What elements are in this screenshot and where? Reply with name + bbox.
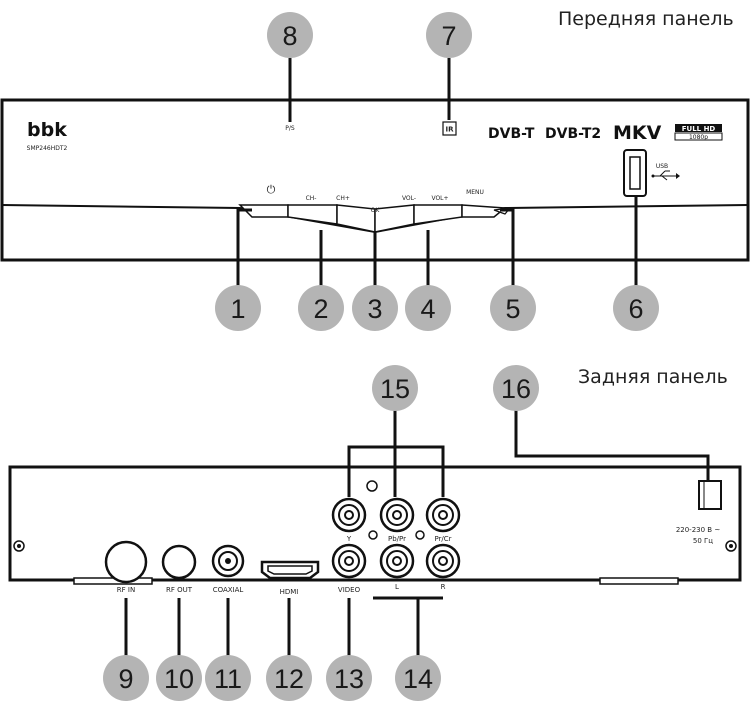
back-panel: RF IN RF OUT COAXIAL HDMI Y Pb/Pr — [8, 465, 742, 596]
audio-l-label: L — [395, 583, 399, 591]
power-frequency-label: 50 Гц — [693, 537, 713, 545]
brand-logo: bbk — [27, 119, 67, 141]
vol-plus-button[interactable] — [461, 204, 507, 218]
svg-text:5: 5 — [505, 294, 520, 324]
svg-text:FULL HD: FULL HD — [682, 125, 716, 133]
button-label-menu: MENU — [466, 189, 484, 196]
callout-10: 10 — [156, 655, 202, 701]
component-y-label: Y — [346, 535, 352, 543]
component-y-port[interactable] — [331, 497, 367, 533]
ir-sensor-icon: IR — [442, 121, 457, 136]
video-label: VIDEO — [338, 586, 361, 594]
callout-1: 1 — [215, 285, 261, 331]
svg-text:14: 14 — [403, 664, 433, 694]
callout-3: 3 — [352, 285, 398, 331]
svg-text:3: 3 — [367, 294, 382, 324]
svg-text:7: 7 — [441, 21, 456, 51]
svg-text:4: 4 — [420, 294, 435, 324]
svg-text:9: 9 — [118, 664, 133, 694]
svg-text:10: 10 — [164, 664, 194, 694]
callout-4: 4 — [405, 285, 451, 331]
svg-text:12: 12 — [274, 664, 304, 694]
callout-15: 15 — [372, 365, 418, 411]
full-hd-logo: FULL HD 1080p — [674, 124, 723, 141]
svg-text:15: 15 — [380, 374, 410, 404]
component-pr-port[interactable] — [425, 497, 461, 533]
button-label-ch-minus: CH- — [306, 195, 317, 202]
button-label-ok: OK — [371, 207, 381, 214]
component-pb-label: Pb/Pr — [388, 535, 406, 543]
control-buttons — [238, 204, 512, 233]
back-leader-lines — [124, 410, 710, 656]
callout-8: 8 — [267, 12, 313, 58]
svg-text:1: 1 — [230, 294, 245, 324]
video-port[interactable] — [331, 543, 367, 579]
power-cable — [698, 480, 722, 510]
coaxial-label: COAXIAL — [213, 586, 244, 594]
svg-text:IR: IR — [446, 126, 455, 134]
component-pb-port[interactable] — [379, 497, 415, 533]
callout-14: 14 — [395, 655, 441, 701]
callout-13: 13 — [326, 655, 372, 701]
callout-11: 11 — [205, 655, 251, 701]
dvbt-logo: DVB-T — [488, 126, 535, 142]
mkv-logo: MKV — [613, 122, 662, 144]
usb-port[interactable] — [623, 149, 647, 197]
button-label-ch-plus: CH+ — [336, 195, 350, 202]
audio-l-port[interactable] — [379, 543, 415, 579]
usb-label: USB — [656, 163, 668, 170]
dvbt2-logo: DVB-T2 — [545, 126, 601, 142]
svg-text:6: 6 — [628, 294, 643, 324]
svg-text:16: 16 — [501, 374, 531, 404]
callout-9: 9 — [103, 655, 149, 701]
rf-in-label: RF IN — [117, 586, 135, 594]
audio-r-port[interactable] — [425, 543, 461, 579]
svg-text:13: 13 — [334, 664, 364, 694]
front-leader-lines — [236, 58, 638, 286]
power-rating-label: 220-230 В ~ — [676, 526, 721, 534]
rf-out-port[interactable] — [161, 544, 197, 580]
rf-out-label: RF OUT — [166, 586, 193, 594]
callout-5: 5 — [490, 285, 536, 331]
svg-text:1080p: 1080p — [689, 134, 708, 141]
svg-text:8: 8 — [282, 21, 297, 51]
front-panel-heading: Передняя панель — [558, 8, 734, 30]
hdmi-port[interactable] — [260, 560, 320, 580]
coaxial-port[interactable] — [211, 544, 245, 578]
audio-r-label: R — [441, 583, 446, 591]
component-pr-label: Pr/Cr — [434, 535, 451, 543]
callout-7: 7 — [426, 12, 472, 58]
usb-icon — [651, 170, 680, 181]
model-label: SMP246HDT2 — [27, 145, 68, 152]
rf-in-port[interactable] — [104, 540, 148, 584]
hdmi-label: HDMI — [280, 588, 299, 596]
callout-2: 2 — [298, 285, 344, 331]
callout-16: 16 — [493, 365, 539, 411]
button-label-vol-plus: VOL+ — [431, 195, 448, 202]
callout-12: 12 — [266, 655, 312, 701]
svg-text:11: 11 — [214, 664, 242, 694]
front-panel: bbk SMP246HDT2 P/S IR DVB-T DVB-T2 MKV F… — [0, 98, 750, 262]
ps-indicator-label: P/S — [285, 125, 295, 132]
button-label-power: ⏻ — [267, 183, 276, 196]
back-panel-heading: Задняя панель — [578, 366, 728, 388]
svg-text:2: 2 — [313, 294, 328, 324]
button-label-vol-minus: VOL- — [402, 195, 416, 202]
callout-6: 6 — [613, 285, 659, 331]
